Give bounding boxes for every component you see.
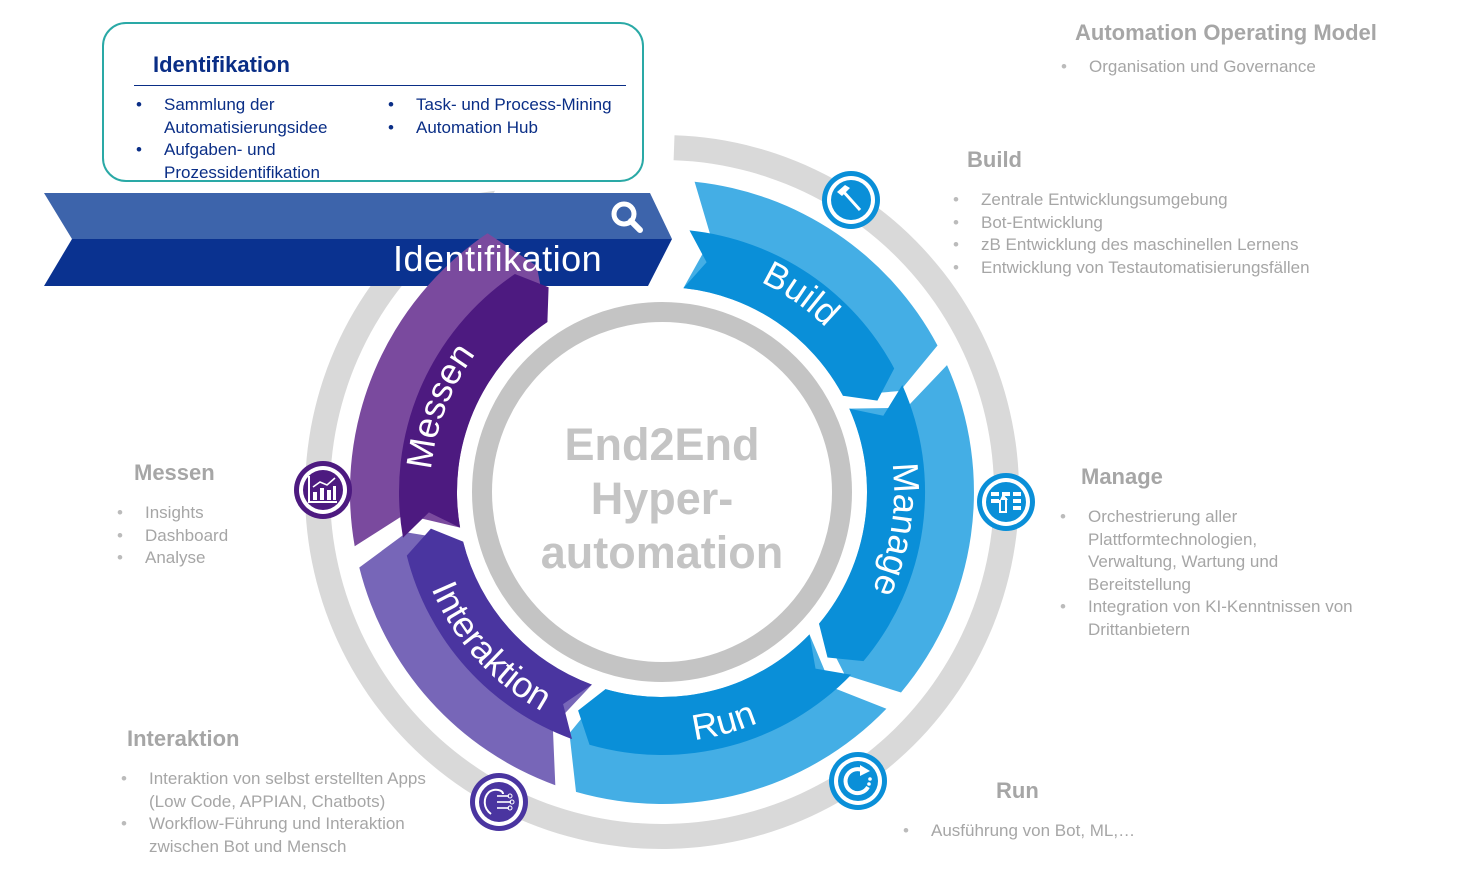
ring-segment-interaktion[interactable] bbox=[359, 528, 592, 786]
ring-segment-build[interactable] bbox=[683, 181, 938, 401]
list-item: Dashboard bbox=[117, 525, 334, 548]
list-item: zB Entwicklung des maschinellen Lernens bbox=[953, 234, 1387, 257]
refresh-cycle-icon bbox=[829, 752, 887, 810]
identification-list-left: Sammlung der Automatisierungsidee Aufgab… bbox=[136, 94, 366, 184]
identification-box-divider bbox=[134, 85, 626, 86]
list-item: Organisation und Governance bbox=[1061, 56, 1377, 79]
interaktion-section: Interaktion Interaktion von selbst erste… bbox=[121, 726, 487, 858]
messen-list: Insights Dashboard Analyse bbox=[117, 502, 334, 570]
identification-arrow-top bbox=[44, 193, 672, 239]
messen-section: Messen Insights Dashboard Analyse bbox=[117, 460, 334, 570]
center-title: End2End Hyper- automation bbox=[512, 418, 812, 580]
messen-title: Messen bbox=[134, 460, 215, 485]
list-item: Analyse bbox=[117, 547, 334, 570]
run-title: Run bbox=[996, 778, 1039, 803]
list-item: Aufgaben- und Prozessidentifikation bbox=[136, 139, 366, 184]
ring-segment-messen[interactable] bbox=[349, 233, 549, 547]
identification-box-title: Identifikation bbox=[153, 52, 290, 77]
build-title: Build bbox=[967, 147, 1022, 172]
center-title-line1: End2End bbox=[564, 419, 760, 470]
orchestration-board-icon bbox=[977, 473, 1035, 531]
ai-brain-circuit-icon bbox=[470, 773, 528, 831]
manage-section: Manage Orchestrierung aller Plattformtec… bbox=[1060, 464, 1381, 641]
hammer-icon bbox=[822, 171, 880, 229]
build-list: Zentrale Entwicklungsumgebung Bot-Entwic… bbox=[953, 189, 1387, 279]
ring-segment-run[interactable] bbox=[569, 634, 887, 804]
list-item: Orchestrierung aller Plattformtechnologi… bbox=[1060, 506, 1298, 596]
identification-list-right: Task- und Process-Mining Automation Hub bbox=[388, 94, 648, 139]
build-section: Build Zentrale Entwicklungsumgebung Bot-… bbox=[953, 147, 1387, 279]
center-title-line2: Hyper- bbox=[590, 473, 734, 524]
center-title-line3: automation bbox=[540, 527, 784, 578]
ring-segment-manage[interactable] bbox=[819, 365, 974, 693]
list-item: Sammlung der Automatisierungsidee bbox=[136, 94, 366, 139]
search-icon bbox=[611, 201, 643, 233]
interaktion-title: Interaktion bbox=[127, 726, 240, 751]
list-item: Zentrale Entwicklungsumgebung bbox=[953, 189, 1387, 212]
run-list: Ausführung von Bot, ML,… bbox=[903, 820, 1223, 843]
inner-circle bbox=[472, 302, 852, 682]
ring-segment-run-inner bbox=[578, 634, 852, 755]
interaktion-list: Interaktion von selbst erstellten Apps (… bbox=[121, 768, 466, 858]
list-item: Bot-Entwicklung bbox=[953, 212, 1387, 235]
ring-segment-interaktion-inner bbox=[406, 528, 592, 740]
ring-segment-manage-inner bbox=[819, 385, 926, 662]
list-item: Task- und Process-Mining bbox=[388, 94, 648, 117]
operating-model-list: Organisation und Governance bbox=[1061, 56, 1377, 79]
identification-arrow-label: Identifikation bbox=[393, 238, 603, 279]
list-item: Ausführung von Bot, ML,… bbox=[903, 820, 1223, 843]
manage-list: Orchestrierung aller Plattformtechnologi… bbox=[1060, 506, 1360, 641]
list-item: Insights bbox=[117, 502, 334, 525]
operating-model-title: Automation Operating Model bbox=[1075, 20, 1377, 45]
ring-segment-build-inner bbox=[683, 230, 895, 401]
list-item: Integration von KI-Kenntnissen von Dritt… bbox=[1060, 596, 1358, 641]
bar-chart-trend-icon bbox=[294, 461, 352, 519]
list-item: Automation Hub bbox=[388, 117, 648, 140]
manage-title: Manage bbox=[1081, 464, 1163, 489]
operating-model-section: Automation Operating Model Organisation … bbox=[1061, 20, 1377, 79]
list-item: Entwicklung von Testautomatisierungsfäll… bbox=[953, 257, 1387, 280]
run-section: Run Ausführung von Bot, ML,… bbox=[903, 778, 1296, 843]
identification-info-box: Identifikation Sammlung der Automatisier… bbox=[102, 22, 644, 182]
list-item: Interaktion von selbst erstellten Apps (… bbox=[121, 768, 449, 813]
ring-segment-messen-inner bbox=[399, 274, 549, 538]
list-item: Workflow-Führung und Interaktion zwische… bbox=[121, 813, 439, 858]
